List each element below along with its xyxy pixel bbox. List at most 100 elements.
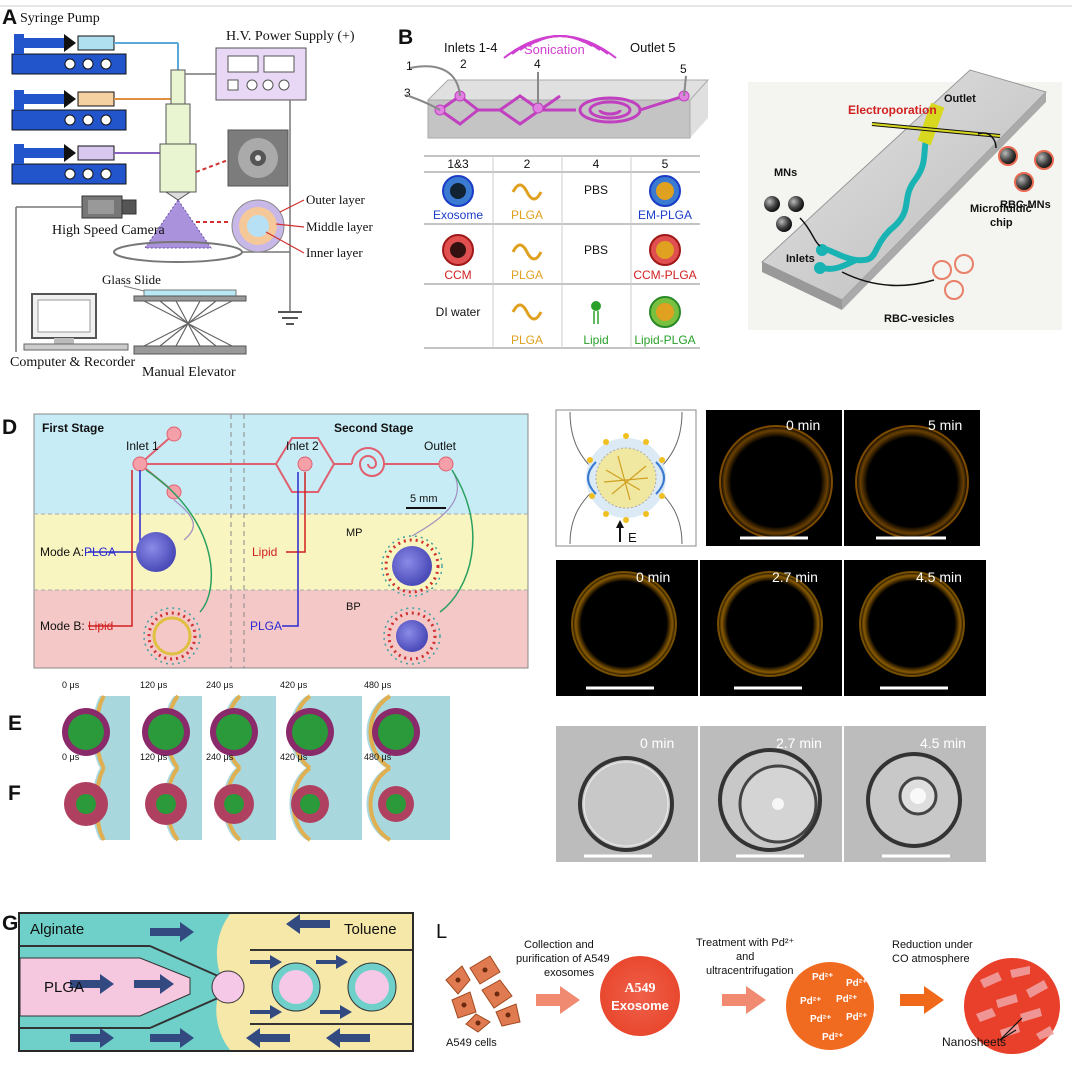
label-mns: MNs — [774, 167, 797, 179]
plga-icon-2 — [511, 243, 543, 261]
label-outlet-c: Outlet — [944, 93, 976, 105]
label-scale-d: 5 mm — [410, 493, 438, 505]
rbc-mn-1 — [998, 146, 1018, 166]
frame-time-e-4: 480 μs — [364, 680, 392, 690]
cell-r3-c3: Lipid — [583, 333, 608, 347]
table-header-4: 5 — [662, 157, 669, 171]
cell-r1-c2: PLGA — [511, 208, 543, 222]
manual-elevator: Glass Slide Manual Elevator — [102, 272, 247, 380]
label-chip-1: Microfluidic — [970, 203, 1032, 215]
vesicle-k-0 — [578, 756, 674, 852]
nanosheets — [976, 966, 1054, 1040]
pd-label-4: Pd²⁺ — [836, 994, 857, 1005]
arrow-step2 — [722, 986, 766, 1014]
label-step2-line2: and — [736, 951, 754, 963]
vesicle-j-2 — [860, 572, 964, 676]
rbc-vesicle-1 — [932, 260, 952, 280]
membrane-e-0 — [92, 696, 130, 768]
label-computer: Computer & Recorder — [10, 355, 136, 370]
cell-r1-c4: EM-PLGA — [638, 208, 692, 222]
particle-core-e-0 — [68, 714, 104, 750]
rbc-mn-3 — [1014, 172, 1034, 192]
syringe-pump-1 — [11, 34, 179, 78]
label-k-time-2: 4.5 min — [920, 735, 966, 751]
frame-time-f-4: 480 μs — [364, 752, 392, 762]
computer: Computer & Recorder — [10, 293, 136, 370]
label-n5: 5 — [680, 62, 687, 76]
label-step1-line1: Collection and — [524, 939, 594, 951]
cell-r3-c2: PLGA — [511, 333, 543, 347]
cell-r2-c4: CCM-PLGA — [633, 268, 696, 282]
pd-label-3: Pd²⁺ — [800, 996, 821, 1007]
label-outlet-5: Outlet 5 — [630, 40, 676, 55]
particle-core-e-3 — [292, 714, 328, 750]
cell-r2-c2: PLGA — [511, 268, 543, 282]
particle-core-f-0 — [76, 794, 96, 814]
plga-core-a — [136, 532, 176, 572]
particle-core-e-1 — [148, 714, 184, 750]
label-rbc-mns: RBC-MNs — [1000, 199, 1051, 211]
label-e-field: E — [628, 530, 637, 545]
frame-time-e-2: 240 μs — [206, 680, 234, 690]
label-exosome-l1: A549 — [624, 981, 655, 996]
panel-i: 0 min 5 min — [706, 410, 980, 546]
frame-time-e-0: 0 μs — [62, 680, 80, 690]
label-high-speed-camera: High Speed Camera — [52, 223, 166, 238]
table-header-1: 1&3 — [447, 157, 469, 171]
frame-time-e-1: 120 μs — [140, 680, 168, 690]
panel-c: Electroporation Outlet RBC-MNs MNs Micro… — [748, 69, 1062, 330]
layered-droplet: Outer layer Middle layer Inner layer — [196, 192, 373, 260]
panel-letter-l: L — [436, 921, 447, 943]
label-mode-a: Mode A: — [40, 545, 84, 559]
rbc-vesicle-2 — [954, 254, 974, 274]
mode-b-band — [34, 590, 528, 668]
label-toluene: Toluene — [344, 921, 397, 938]
label-k-time-0: 0 min — [640, 735, 674, 751]
power-supply: H.V. Power Supply (+) — [185, 29, 355, 325]
pd-label-7: Pd²⁺ — [822, 1032, 843, 1043]
label-mp: MP — [346, 527, 363, 539]
label-a549-cells: A549 cells — [446, 1037, 497, 1049]
label-inlets-1-4: Inlets 1-4 — [444, 40, 497, 55]
mp-particle — [381, 535, 443, 597]
label-i-time-1: 5 min — [928, 417, 962, 433]
particle-core-e-4 — [378, 714, 414, 750]
plga-icon-3 — [511, 303, 543, 321]
label-chip-2: chip — [990, 217, 1013, 229]
pd-label-2: Pd²⁺ — [846, 978, 867, 989]
mn-2 — [788, 196, 804, 212]
label-inlets-c: Inlets — [786, 253, 815, 265]
vesicle-j-0 — [572, 572, 676, 676]
label-n4: 4 — [534, 57, 541, 71]
lipid-icon — [591, 301, 601, 311]
syringe-pump-2 — [11, 90, 172, 131]
label-n3: 3 — [404, 86, 411, 100]
label-outlet-d: Outlet — [424, 439, 457, 453]
frame-time-f-3: 420 μs — [280, 752, 308, 762]
label-plga-d: PLGA — [250, 619, 282, 633]
panel-l: A549 cells Collection and purification o… — [445, 937, 1060, 1054]
particle-core-f-4 — [386, 794, 406, 814]
label-rbc-vesicles: RBC-vesicles — [884, 313, 954, 325]
panel-letter-e: E — [8, 712, 22, 735]
label-j-time-2: 4.5 min — [916, 569, 962, 585]
label-inlet-2: Inlet 2 — [286, 439, 319, 453]
channels-b — [439, 94, 685, 126]
arrow-step3 — [900, 986, 944, 1014]
frame-time-f-2: 240 μs — [206, 752, 234, 762]
mn-3 — [776, 216, 792, 232]
channel-c — [819, 126, 933, 264]
cell-r3-c4: Lipid-PLGA — [634, 333, 695, 347]
label-mode-b-material: Lipid — [88, 619, 113, 633]
lipid-vesicle-b — [143, 607, 201, 665]
label-step2-line3: ultracentrifugation — [706, 965, 793, 977]
label-power-supply: H.V. Power Supply (+) — [226, 29, 355, 44]
rbc-mn-2 — [1034, 150, 1054, 170]
bp-particle — [383, 607, 441, 665]
high-speed-camera: High Speed Camera — [15, 195, 166, 352]
label-n2: 2 — [460, 57, 467, 71]
panel-g: Alginate Toluene PLGA — [18, 912, 414, 1052]
pd-loaded-exosome — [786, 962, 874, 1050]
